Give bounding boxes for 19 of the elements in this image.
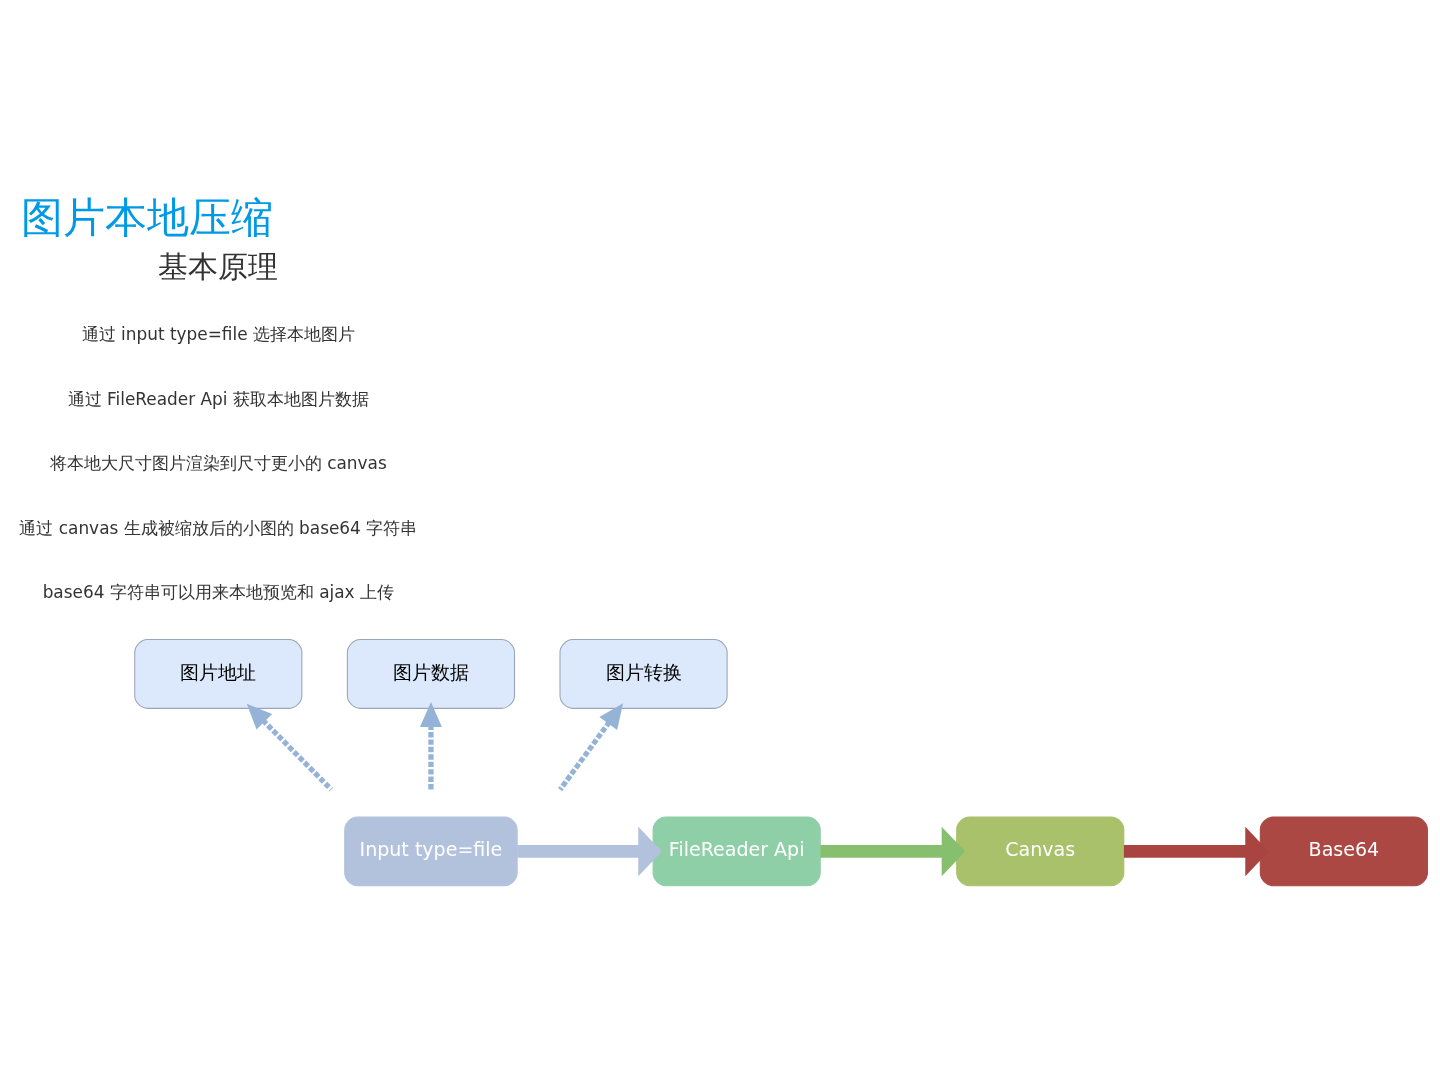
arrow: [820, 826, 966, 877]
label: base64 字符串可以用来本地预览和 ajax 上传: [42, 582, 394, 603]
arrow: [517, 826, 662, 877]
node-box: Input type=file: [344, 816, 518, 887]
node-box: FileReader Api: [652, 816, 821, 887]
node-box: Canvas: [956, 816, 1125, 887]
node-box: Base64: [1259, 816, 1428, 887]
diagram-title: 图片本地压缩: [21, 193, 274, 243]
node-box: 图片数据: [346, 639, 516, 709]
arrow: [557, 703, 624, 792]
label: 将本地大尺寸图片渲染到尺寸更小的 canvas: [49, 453, 387, 474]
node-box: 图片地址: [134, 639, 303, 709]
label: 基本原理: [158, 250, 279, 285]
arrow: [419, 701, 442, 790]
arrow: [246, 703, 334, 792]
label: 通过 input type=file 选择本地图片: [81, 324, 355, 344]
node-box: 图片转换: [559, 639, 728, 709]
label: 通过 FileReader Api 获取本地图片数据: [67, 388, 369, 409]
label: 通过 canvas 生成被缩放后的小图的 base64 字符串: [19, 517, 418, 538]
